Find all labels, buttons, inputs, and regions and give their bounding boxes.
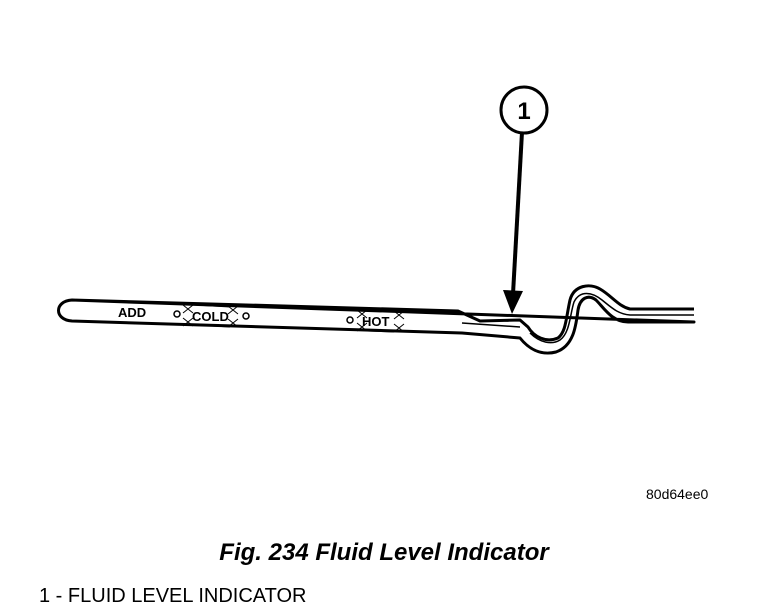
- cold-marking-label: COLD: [192, 309, 229, 324]
- hot-range-hatch: [356, 309, 405, 333]
- callout-circle: [499, 85, 549, 135]
- hot-marking-label: HOT: [362, 314, 390, 329]
- cold-right-dot: [242, 312, 250, 320]
- legend-item-separator: -: [50, 585, 68, 607]
- figure-caption: Fig. 234 Fluid Level Indicator: [219, 539, 549, 566]
- hot-left-dot: [346, 316, 354, 324]
- callout-arrowhead: [503, 290, 523, 314]
- cold-range-hatch: [182, 304, 239, 328]
- dipstick-rod-inner-line: [529, 292, 694, 344]
- dipstick-illustration: ADD COLD HOT 1: [57, 85, 696, 355]
- add-marking-label: ADD: [118, 305, 146, 320]
- legend-item-text: FLUID LEVEL INDICATOR: [67, 585, 307, 607]
- image-reference-code: 80d64ee0: [646, 486, 709, 502]
- dipstick-blade: [57, 284, 696, 355]
- legend-item-number: 1: [39, 585, 51, 607]
- legend-item: 1 - FLUID LEVEL INDICATOR: [39, 585, 306, 608]
- callout-leader-line: [511, 131, 524, 295]
- callout-number: 1: [517, 98, 530, 125]
- cold-left-dot: [173, 310, 181, 318]
- dipstick-blade-edge-line: [461, 322, 521, 328]
